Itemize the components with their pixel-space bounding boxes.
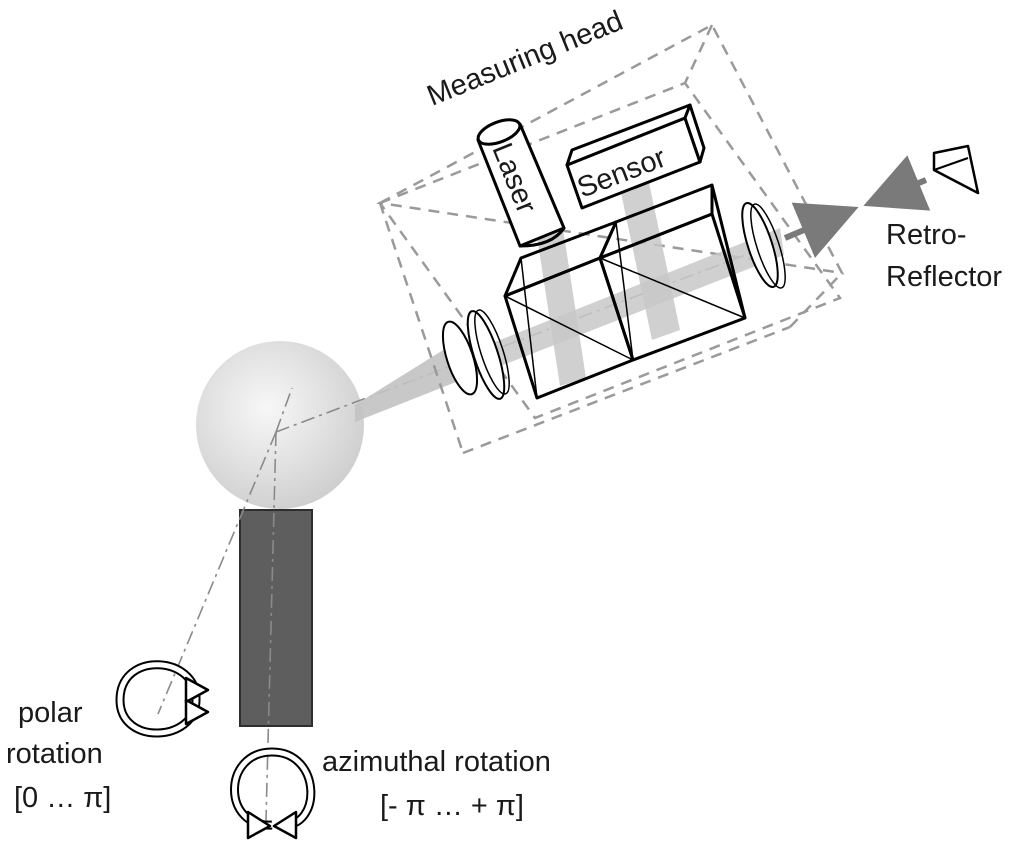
lens-left — [441, 309, 510, 400]
beam-cone — [355, 342, 466, 422]
retro-reflector-label-line2: Reflector — [886, 261, 1002, 293]
retro-reflector-icon — [932, 144, 980, 195]
beam-splitter-cubes — [503, 183, 747, 400]
polar-range: [0 … π] — [14, 782, 111, 814]
sensor-block: Sensor — [565, 103, 706, 210]
laser-cylinder: Laser — [476, 118, 566, 248]
lens-right — [741, 201, 786, 289]
azimuthal-range: [- π … + π] — [380, 790, 524, 822]
post — [239, 509, 313, 727]
beams — [470, 178, 784, 386]
measuring-head-label: Measuring head — [423, 5, 628, 113]
retro-reflector-label-line1: Retro- — [886, 219, 967, 251]
azimuthal-label: azimuthal rotation — [322, 746, 551, 778]
sphere-joint — [196, 341, 364, 509]
polar-rotation-icon — [115, 660, 210, 738]
azimuthal-rotation-icon — [230, 747, 316, 840]
polar-label-line2: rotation — [6, 738, 103, 770]
beam-arrows — [783, 155, 931, 258]
polar-label-line1: polar — [18, 697, 83, 729]
